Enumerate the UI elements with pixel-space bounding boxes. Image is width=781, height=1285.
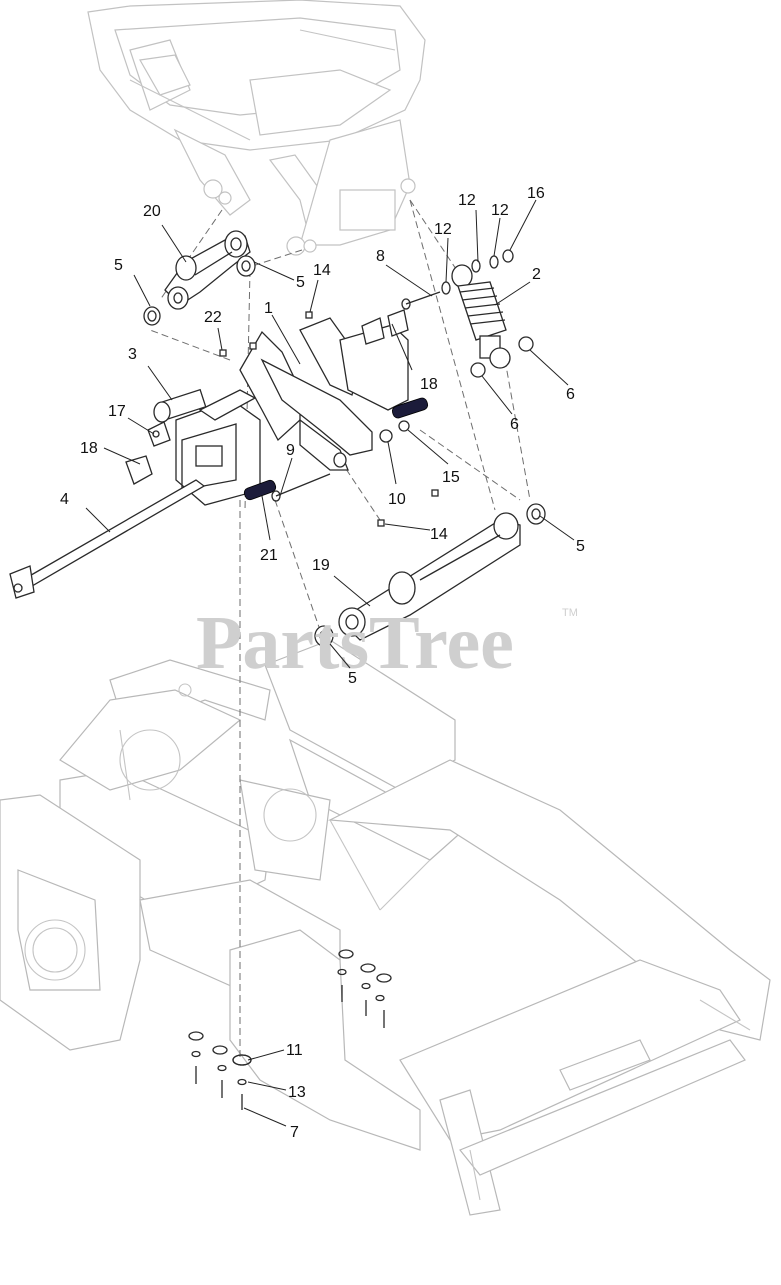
part-2-shock-absorber — [451, 264, 511, 369]
callout-labels: 20 5 5 14 1 22 8 12 12 12 16 2 3 18 6 17… — [60, 185, 585, 1141]
callout-3: 3 — [128, 346, 137, 363]
part-10-15-hardware — [379, 420, 410, 443]
callout-12: 12 — [458, 192, 476, 209]
watermark: PartsTree TM — [196, 601, 578, 685]
callout-17: 17 — [108, 403, 126, 420]
callout-11: 11 — [286, 1042, 303, 1059]
part-1-pivot-bracket — [239, 317, 409, 471]
part-6-washers — [470, 336, 534, 378]
callout-5: 5 — [348, 670, 357, 687]
watermark-trademark: TM — [562, 607, 578, 619]
callout-4: 4 — [60, 491, 69, 508]
callout-10: 10 — [388, 491, 406, 508]
callout-6: 6 — [566, 386, 575, 403]
callout-20: 20 — [143, 203, 161, 220]
callout-22: 22 — [204, 309, 222, 326]
callout-2: 2 — [532, 266, 541, 283]
callout-18: 18 — [420, 376, 438, 393]
callout-15: 15 — [442, 469, 460, 486]
seat-assembly — [87, 0, 426, 256]
callout-16: 16 — [527, 185, 545, 202]
part-11-13-7-hardware — [232, 1054, 252, 1066]
callout-12: 12 — [434, 221, 452, 238]
part-12-16-washers — [441, 249, 514, 295]
part-21-pin — [243, 479, 277, 501]
watermark-text: PartsTree — [196, 601, 514, 685]
part-9-bolt — [271, 473, 331, 502]
callout-14: 14 — [313, 262, 331, 279]
callout-9: 9 — [286, 442, 295, 459]
callout-7: 7 — [290, 1124, 299, 1141]
callout-19: 19 — [312, 557, 330, 574]
callout-12: 12 — [491, 202, 509, 219]
small-fasteners — [152, 311, 439, 527]
callout-14: 14 — [430, 526, 448, 543]
callout-6: 6 — [510, 416, 519, 433]
main-frame — [0, 639, 771, 1216]
mounting-hardware — [188, 949, 392, 1110]
part-5-bushings — [143, 255, 546, 647]
callout-8: 8 — [376, 248, 385, 265]
part-19-lower-arm — [338, 512, 521, 641]
part-8-bolt — [401, 291, 441, 310]
callout-18: 18 — [80, 440, 98, 457]
part-3-mount-block — [153, 388, 261, 506]
callout-5: 5 — [114, 257, 123, 274]
callout-13: 13 — [288, 1084, 306, 1101]
part-20-linkage-arm — [164, 230, 251, 310]
part-4-rod — [9, 479, 206, 599]
callout-5: 5 — [296, 274, 305, 291]
leader-lines — [85, 199, 575, 1127]
callout-5: 5 — [576, 538, 585, 555]
callout-21: 21 — [260, 547, 278, 564]
callout-1: 1 — [264, 300, 273, 317]
